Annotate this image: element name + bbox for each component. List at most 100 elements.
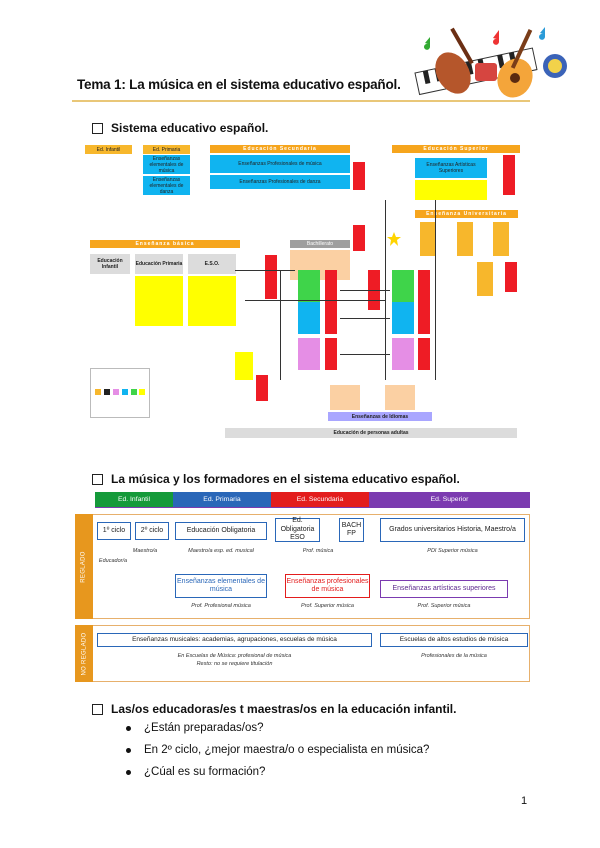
education-system-diagram: Ed. Infantil Ed. Primaria Enseñanzas ele…	[85, 140, 530, 445]
master-box	[457, 222, 473, 256]
ed-obligatoria-box: Educación Obligatoria	[175, 522, 267, 540]
legend-swatches	[95, 389, 145, 397]
page-number: 1	[521, 795, 527, 807]
note-prof-superior: Prof. Superior música	[285, 603, 370, 610]
ens-prof-danza-box: Enseñanzas Profesionales de danza	[210, 175, 350, 189]
section-heading-formadores: La música y los formadores en el sistema…	[92, 472, 460, 486]
ens-elem-danza-box: Enseñanzas elementales de danza	[143, 176, 190, 195]
red-adult-tag	[256, 375, 268, 401]
note-escuelas-2: Resto: no se requiere titulación	[97, 661, 372, 668]
section-heading-educadoras: Las/os educadoras/es t maestras/os en la…	[92, 702, 456, 716]
legend-box	[90, 368, 150, 418]
connector-line	[235, 270, 295, 271]
checkbox-square-icon	[92, 474, 103, 485]
list-item: ¿Cúal es su formación?	[126, 766, 429, 788]
note-escuelas-1: En Escuelas de Música: profesional de mú…	[97, 653, 372, 660]
educacion-primaria-header: Educación Primaria	[135, 254, 183, 274]
red-access-tag	[353, 162, 365, 190]
level-divider	[95, 507, 530, 508]
idiomas-avanzado-box	[385, 385, 415, 410]
connector-line	[340, 354, 390, 355]
connector-line	[340, 318, 390, 319]
music-instruments-illustration	[405, 18, 580, 118]
ed-superior-band: Educación Superior	[392, 145, 520, 153]
page-title: Tema 1: La música en el sistema educativ…	[77, 77, 401, 92]
no-reglado-box-academias: Enseñanzas musicales: academias, agrupac…	[97, 633, 372, 647]
reglado-label: REGLADO	[81, 551, 87, 582]
ens-idiomas-band: Enseñanzas de Idiomas	[328, 412, 432, 421]
red-fp-tag-3	[325, 338, 337, 370]
note-maestra-esp: Maestro/a esp. ed. musical	[175, 548, 267, 555]
fp-cyan	[298, 302, 320, 334]
checkbox-square-icon	[92, 123, 103, 134]
ens-profesionales-box: Enseñanzas profesionales de música	[285, 574, 370, 598]
fp-pink	[298, 338, 320, 370]
note-prof-profesional: Prof. Profesional música	[175, 603, 267, 610]
ciclo1-box: 1º ciclo	[97, 522, 131, 540]
ed-secundaria-band: Educación Secundaria	[210, 145, 350, 153]
artisticas-yellow-box	[415, 180, 487, 200]
note-prof-superior-2: Prof. Superior música	[380, 603, 508, 610]
section-label: La música y los formadores en el sistema…	[111, 472, 460, 486]
section-label: Sistema educativo español.	[111, 121, 268, 135]
bachillerato-header: Bachillerato	[290, 240, 350, 248]
ed-infantil-top-label: Ed. Infantil	[85, 145, 132, 154]
ens-basica-band: Enseñanza básica	[90, 240, 240, 248]
list-item: ¿Están preparadas/os?	[126, 722, 429, 744]
ed-obligatoria-eso-box: Ed. Obligatoria ESO	[275, 518, 320, 542]
ciclo2-box: 2º ciclo	[135, 522, 169, 540]
note-profesionales: Profesionales de la música	[380, 653, 528, 660]
ed-primaria-top-label: Ed. Primaria	[143, 145, 190, 154]
connector-line	[435, 200, 436, 380]
level-ed-infantil: Ed. Infantil	[95, 492, 173, 507]
grado-sup-cyan	[392, 302, 414, 334]
grado-box	[420, 222, 436, 256]
infantil-cycles	[90, 276, 130, 318]
educacion-infantil-header: Educación Infantil	[90, 254, 130, 274]
red-bach-tag	[353, 225, 365, 251]
doctorado-box	[493, 222, 509, 256]
ens-artisticas-box: Enseñanzas artísticas superiores	[380, 580, 508, 598]
no-reglado-box-altos-estudios: Escuelas de altos estudios de música	[380, 633, 528, 647]
list-item: En 2º ciclo, ¿mejor maestra/o o especial…	[126, 744, 429, 766]
music-educators-diagram: Ed. Infantil Ed. Primaria Ed. Secundaria…	[75, 492, 530, 682]
reglado-tag: REGLADO	[75, 514, 93, 619]
grados-box: Grados universitarios Historia, Maestro/…	[380, 518, 525, 542]
star-icon	[387, 232, 401, 246]
no-reglado-tag: NO REGLADO	[75, 625, 93, 682]
estudios-propios-box	[477, 262, 493, 296]
connector-line	[340, 290, 390, 291]
level-ed-primaria: Ed. Primaria	[173, 492, 271, 507]
red-superior-tag	[503, 155, 515, 195]
grado-sup-pink	[392, 338, 414, 370]
idiomas-basico-box	[330, 385, 360, 410]
red-sup-tag-3	[418, 302, 430, 334]
ens-elem-musica-box: Enseñanzas elementales de música	[143, 155, 190, 174]
bach-fp-box: BACH FP	[339, 518, 364, 542]
level-ed-superior: Ed. Superior	[369, 492, 530, 507]
ens-prof-musica-box: Enseñanzas Profesionales de música	[210, 155, 350, 173]
checkbox-square-icon	[92, 704, 103, 715]
red-right-tag	[505, 262, 517, 292]
question-list: ¿Están preparadas/os? En 2º ciclo, ¿mejo…	[126, 722, 429, 788]
red-sup-tag-4	[418, 338, 430, 370]
note-pdi: PDI Superior música	[380, 548, 525, 555]
ed-adultos-band: Educación de personas adultas	[225, 428, 517, 438]
connector-line	[280, 270, 281, 380]
note-maestro: Maestro/a	[115, 548, 175, 555]
red-eso-tag	[265, 255, 277, 299]
note-educador: Educador/a	[93, 558, 133, 565]
no-reglado-label: NO REGLADO	[81, 632, 87, 675]
ens-universitaria-band: Enseñanza Universitaria	[415, 210, 518, 218]
section-heading-sistema: Sistema educativo español.	[92, 121, 268, 135]
eso-courses	[188, 276, 236, 326]
pruebas-acceso-yellow	[235, 352, 253, 380]
red-fp-tag-2	[325, 302, 337, 334]
note-prof-musica: Prof. música	[283, 548, 353, 555]
level-ed-secundaria: Ed. Secundaria	[271, 492, 369, 507]
ens-artisticas-sup-box: Enseñanzas Artísticas Superiores	[415, 158, 487, 178]
section-label: Las/os educadoras/es t maestras/os en la…	[111, 702, 456, 716]
ens-elementales-box: Enseñanzas elementales de música	[175, 574, 267, 598]
connector-line	[245, 300, 385, 301]
primaria-courses	[135, 276, 183, 326]
